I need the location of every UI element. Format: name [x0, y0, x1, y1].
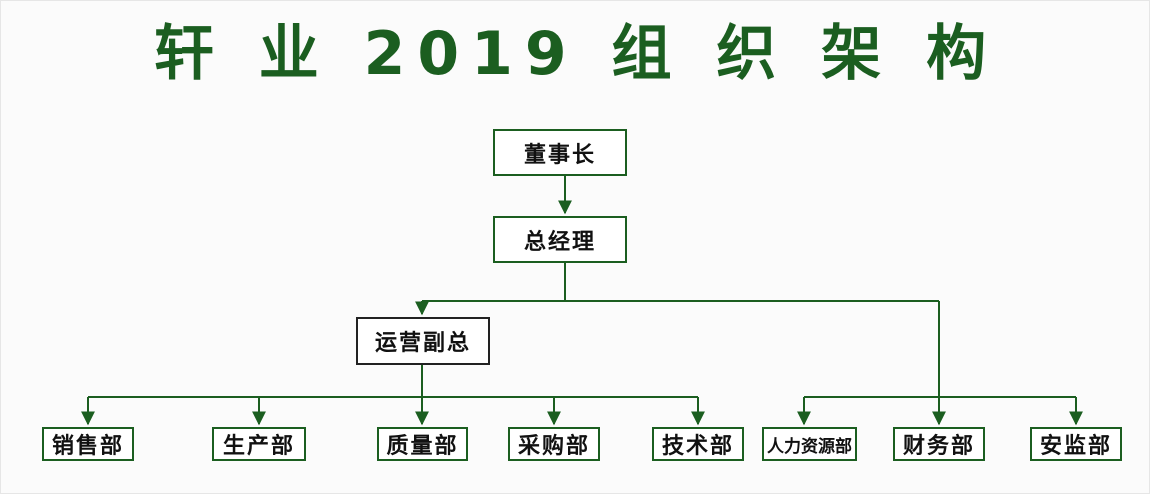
- node-finance: 财务部: [893, 427, 985, 461]
- node-purchasing: 采购部: [508, 427, 600, 461]
- node-security: 安监部: [1030, 427, 1122, 461]
- node-technology: 技术部: [652, 427, 744, 461]
- node-chairman: 董事长: [493, 129, 627, 176]
- node-production: 生产部: [212, 427, 306, 461]
- node-hr: 人力资源部: [762, 427, 857, 461]
- node-quality: 质量部: [377, 427, 468, 461]
- node-sales: 销售部: [42, 427, 134, 461]
- node-ops-vp: 运营副总: [356, 317, 490, 365]
- node-general-manager: 总经理: [493, 216, 627, 263]
- chart-title: 轩 业 2019 组 织 架 构: [153, 19, 999, 89]
